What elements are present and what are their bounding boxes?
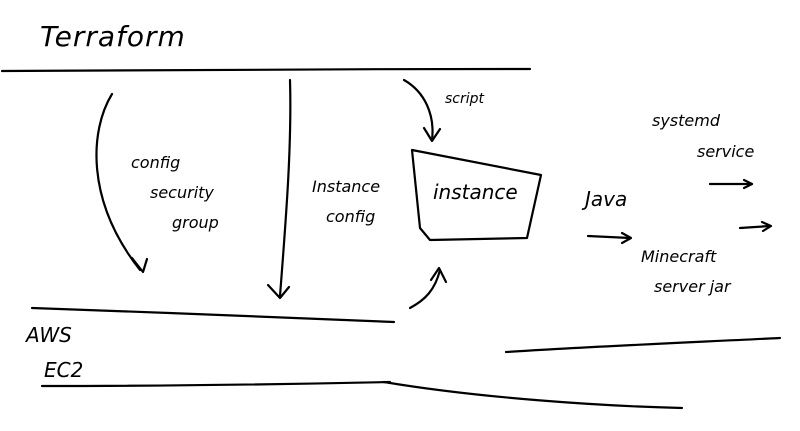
label-systemd: systemd <box>652 111 721 130</box>
label-instance-box: instance <box>433 180 518 204</box>
aws-to-instance-arrowhead <box>429 266 448 284</box>
right-layer-top-line <box>504 336 782 354</box>
aws-layer-top-line <box>30 306 396 324</box>
java-to-minecraft-arrowhead <box>620 231 633 245</box>
label-service: service <box>697 142 754 161</box>
systemd-arrowhead <box>742 178 754 190</box>
label-security: security <box>150 183 214 202</box>
label-group: group <box>172 213 219 232</box>
label-script: script <box>445 91 485 107</box>
script-arrowhead <box>422 126 442 143</box>
label-aws: AWS <box>24 323 72 347</box>
instance-box <box>410 148 543 242</box>
service-to-jar-arrowhead <box>760 220 773 233</box>
label-config-2: config <box>326 207 375 226</box>
label-ec2: EC2 <box>44 358 83 382</box>
label-server-jar: server jar <box>654 277 732 296</box>
label-config-1: config <box>131 153 180 172</box>
label-instance-1: Instance <box>312 177 380 196</box>
java-to-minecraft-arrow <box>586 234 632 240</box>
aws-layer-bottom-line <box>40 380 392 388</box>
terraform-layer-line <box>0 67 532 73</box>
service-to-jar-arrow <box>738 224 772 230</box>
diagram-title: Terraform <box>40 20 186 53</box>
instance-config-arrow <box>278 78 292 298</box>
script-arrow <box>402 78 434 142</box>
aws-to-instance-arrow <box>408 268 442 310</box>
security-group-arrowhead <box>130 256 149 274</box>
label-java: Java <box>581 187 627 211</box>
security-group-arrow <box>95 92 142 272</box>
label-minecraft: Minecraft <box>641 247 717 266</box>
right-layer-bottom-line <box>382 380 684 410</box>
instance-config-arrowhead <box>266 283 291 300</box>
